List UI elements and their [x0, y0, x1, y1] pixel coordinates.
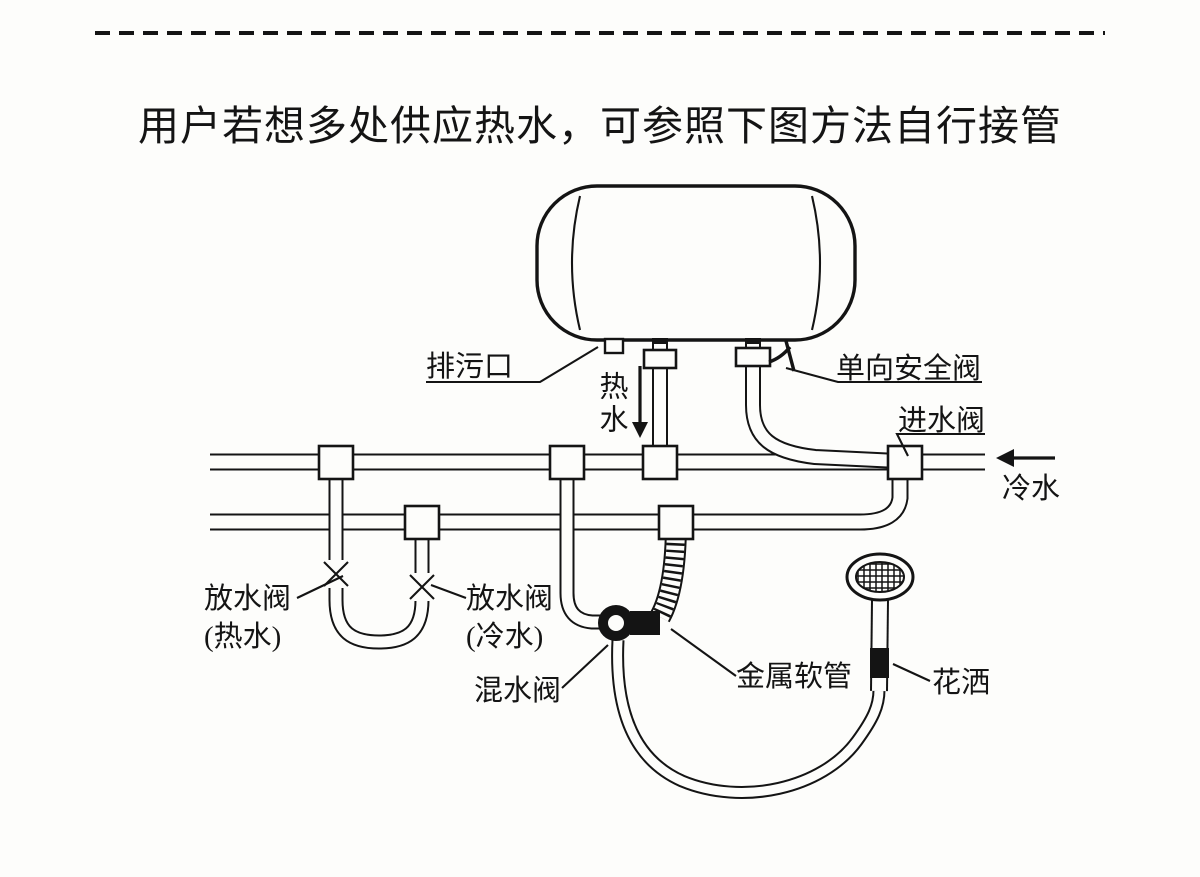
label-inlet-valve: 进水阀	[898, 405, 986, 437]
tee-fitting	[641, 444, 679, 481]
tee-fitting	[548, 444, 586, 481]
cold-water-arrow-icon	[996, 449, 1055, 467]
cold-water-pipe	[206, 469, 909, 531]
label-cold-water: 冷水	[1002, 473, 1061, 505]
pipe-fittings	[317, 444, 924, 541]
page-title: 用户若想多处供应热水，可参照下图方法自行接管	[138, 103, 1062, 149]
label-drain-outlet: 排污口	[426, 351, 514, 383]
safety-valve-pipe	[734, 338, 899, 469]
mixing-valve	[598, 605, 660, 641]
hot-outlet-pipe	[642, 338, 678, 462]
label-metal-hose: 金属软管	[736, 661, 853, 693]
label-safety-valve: 单向安全阀	[836, 353, 982, 385]
label-drain-valve-hot: 放水阀 (热水)	[204, 583, 292, 653]
safety-valve-lever	[768, 340, 796, 372]
hot-water-arrow-icon	[632, 366, 648, 438]
tee-fitting	[317, 444, 355, 481]
water-heater-tank	[535, 184, 857, 342]
label-hot-water: 热水	[595, 371, 627, 437]
shower-grip-band	[870, 648, 889, 678]
label-shower-head: 花洒	[932, 667, 991, 699]
tee-fitting	[657, 504, 695, 541]
shower-head	[845, 552, 915, 692]
tee-fitting	[403, 504, 441, 541]
label-drain-valve-cold: 放水阀 (冷水)	[466, 583, 554, 653]
label-mixing-valve: 混水阀	[474, 675, 562, 707]
label-pointer-lines	[296, 346, 985, 689]
mixing-valve-branch-pipe	[559, 462, 606, 630]
drain-outlet-stub	[603, 337, 625, 355]
shower-hose	[611, 639, 886, 799]
drain-valve-cold-symbol	[408, 573, 436, 601]
shower-face-grid	[856, 562, 904, 592]
outlet-nut	[642, 348, 678, 370]
drain-loop	[328, 462, 430, 650]
